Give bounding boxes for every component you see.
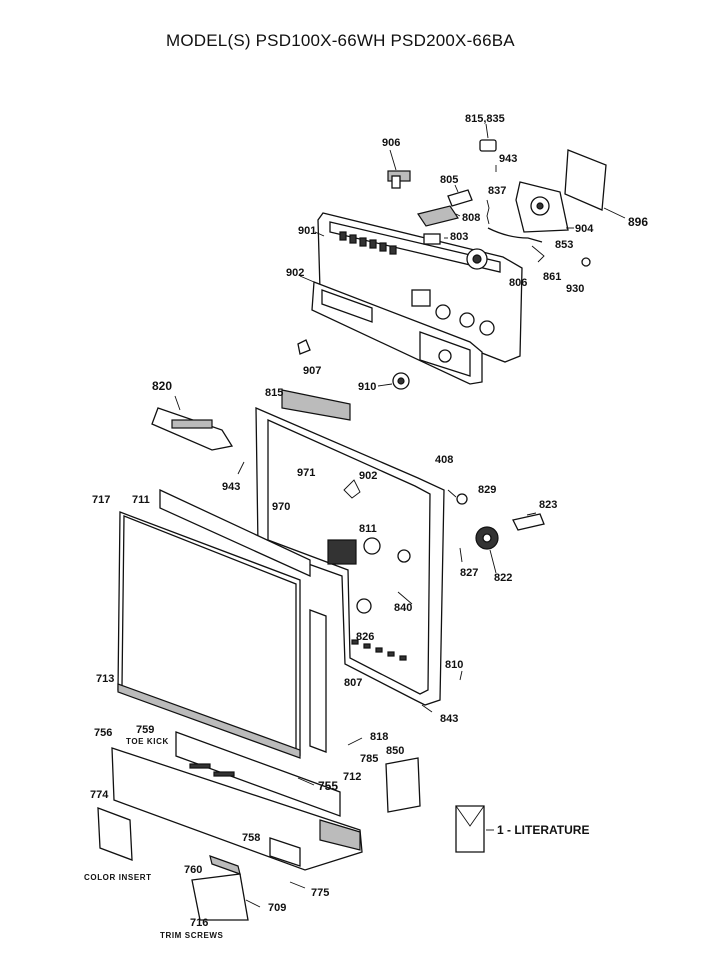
part-907 [297,339,311,355]
callout-774: 774 [90,789,109,801]
callout-785: 785 [360,753,378,765]
callout-902-top: 902 [286,267,304,279]
literature-envelope [455,805,485,853]
door-panel-717 [117,511,301,756]
bracket-850 [385,757,421,813]
part-829 [456,493,468,505]
callout-826: 826 [356,631,374,643]
callout-758: 758 [242,832,260,844]
callout-910: 910 [358,381,376,393]
callout-970: 970 [272,501,290,513]
callout-820: 820 [152,379,172,393]
timer-904 [515,181,569,233]
callout-408: 408 [435,454,453,466]
callout-717: 717 [92,494,110,506]
callout-823: 823 [539,499,557,511]
clip-861 [531,245,545,263]
page-title: MODEL(S) PSD100X-66WH PSD200X-66BA [166,31,515,50]
callout-853: 853 [555,239,573,251]
toe-kick-759 [175,731,341,817]
literature-label: 1 - LITERATURE [497,823,589,837]
callout-760: 760 [184,864,202,876]
callout-756: 756 [94,727,112,739]
callout-775: 775 [311,887,329,899]
callout-930: 930 [566,283,584,295]
callout-810: 810 [445,659,463,671]
part-803 [423,233,441,245]
callout-803: 803 [450,231,468,243]
part-805 [447,189,473,207]
callout-818: 818 [370,731,388,743]
callout-759: 759 [136,724,154,736]
callout-712: 712 [343,771,361,783]
callout-850: 850 [386,745,404,757]
callout-861: 861 [543,271,561,283]
arm-823 [512,513,545,531]
toe-kick-note: TOE KICK [126,737,169,746]
panel-overlay-902 [311,281,483,385]
callout-808: 808 [462,212,480,224]
knob-806 [466,248,488,270]
lower-panel-756 [111,747,363,871]
inner-door-liner [255,389,445,706]
callout-805: 805 [440,174,458,186]
part-808 [417,205,459,227]
callout-labels: 815,835 906 943 805 837 896 808 904 901 … [84,113,648,940]
harness-853 [487,227,543,243]
sheet-896 [564,149,607,211]
callout-943-top: 943 [499,153,517,165]
part-760 [209,855,241,875]
knob-910 [392,372,410,390]
color-insert-note: COLOR INSERT [84,873,152,882]
bracket-709 [191,873,249,921]
callout-904: 904 [575,223,594,235]
callout-807: 807 [344,677,362,689]
callout-806: 806 [509,277,527,289]
trim-713 [117,683,301,759]
leader-lines [174,123,626,908]
callout-815-835: 815,835 [465,113,505,125]
callout-827: 827 [460,567,478,579]
callout-906: 906 [382,137,400,149]
callout-815: 815 [265,387,283,399]
callout-971: 971 [297,467,315,479]
callout-755: 755 [318,779,338,793]
gear-822 [475,526,499,550]
callout-713: 713 [96,673,114,685]
switch-906 [387,170,411,189]
callout-843: 843 [440,713,458,725]
door-frame-711 [159,488,311,578]
callout-902-mid: 902 [359,470,377,482]
callout-711: 711 [132,494,150,506]
callout-822: 822 [494,572,512,584]
callout-716: 716 [190,917,208,929]
callout-840: 840 [394,602,412,614]
callout-709: 709 [268,902,286,914]
part-758 [269,837,301,867]
callout-811: 811 [359,523,377,535]
callout-829: 829 [478,484,496,496]
side-trim-rail [309,609,327,753]
callout-896: 896 [628,215,648,229]
part-837 [486,199,490,225]
callout-943-mid: 943 [222,481,240,493]
callout-907: 907 [303,365,321,377]
callout-837: 837 [488,185,506,197]
callout-901: 901 [298,225,316,237]
color-insert-774 [97,807,133,861]
trim-screws-note: TRIM SCREWS [160,931,224,940]
vent-820 [151,407,234,451]
part-930 [581,257,591,267]
button-815-835 [479,139,497,152]
